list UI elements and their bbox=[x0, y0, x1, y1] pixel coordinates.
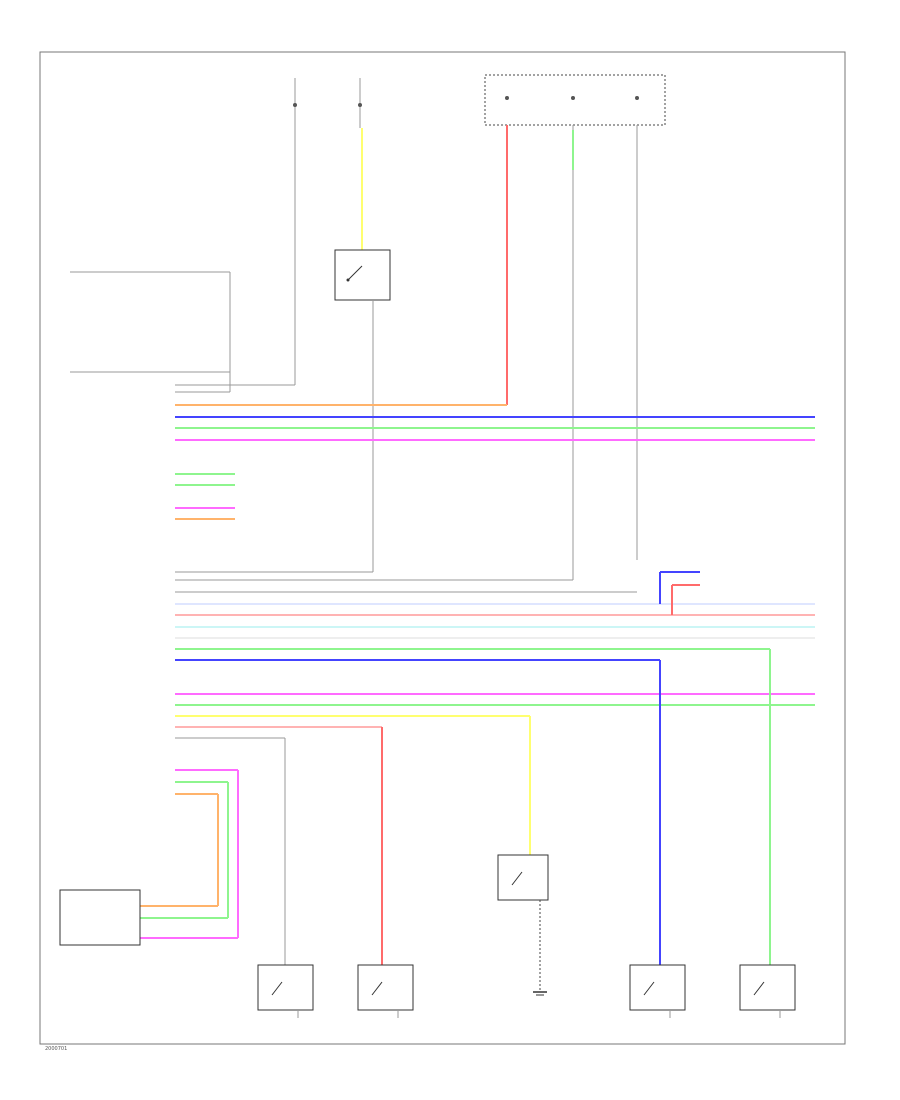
fuse-icon bbox=[293, 96, 639, 107]
fuse-box-outline bbox=[484, 74, 666, 126]
switch-icon bbox=[334, 249, 391, 301]
receiver-box bbox=[59, 889, 141, 946]
wire-bus-2 bbox=[175, 571, 815, 661]
diagram-frame bbox=[39, 51, 846, 1045]
wire-bus-1 bbox=[175, 384, 815, 441]
actuator-boxes bbox=[257, 964, 796, 1011]
footer-code: 2000701 bbox=[45, 1046, 67, 1052]
fuse-supply-group bbox=[293, 74, 666, 580]
ground-icon bbox=[533, 991, 547, 996]
switch-icon bbox=[497, 854, 549, 901]
wire-bus-3 bbox=[175, 693, 815, 739]
